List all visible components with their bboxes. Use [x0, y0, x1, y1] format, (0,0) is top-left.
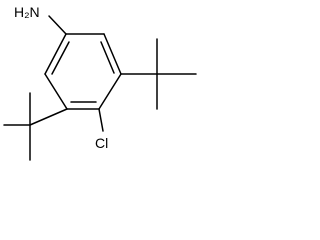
double-bond-top-right: [100, 41, 115, 74]
chlorine-bond: [98, 108, 104, 132]
ring-bond-2: [103, 33, 122, 75]
ring-bond-5: [44, 73, 68, 110]
tert-butyl-right: [120, 38, 197, 110]
molecule-structure: H₂N Cl: [3, 4, 197, 161]
amine-label: H₂N: [14, 4, 40, 20]
ring-bond-6: [44, 33, 67, 75]
benzene-ring: [44, 33, 122, 110]
amine-bond: [48, 15, 67, 35]
tbu-left-link-bond: [29, 108, 68, 126]
chlorine-label: Cl: [95, 135, 108, 151]
tert-butyl-left: [3, 92, 68, 161]
double-bond-left: [51, 41, 70, 75]
ring-bond-3: [98, 73, 122, 110]
